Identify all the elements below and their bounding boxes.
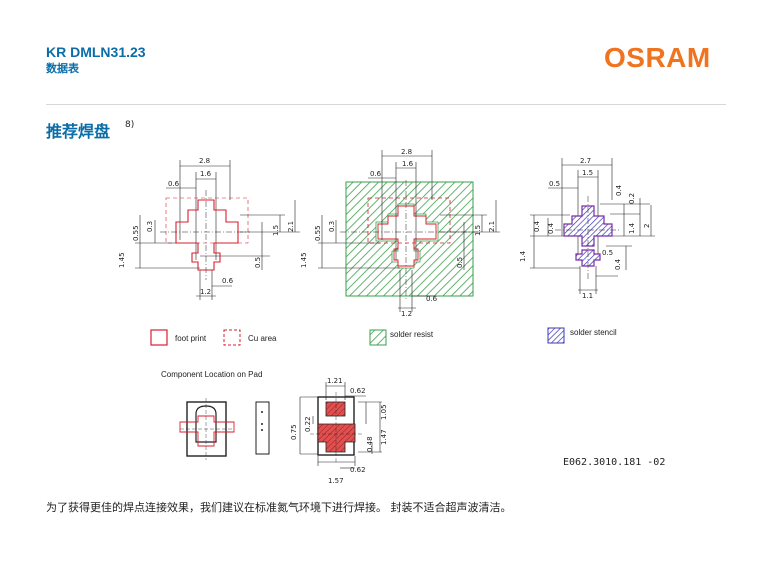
legend-solder-stencil-swatch [547,327,565,344]
osram-logo: OSRAM [604,42,711,73]
product-title: KR DMLN31.23 [46,44,146,60]
legend-footprint-label: foot print [175,334,207,343]
legend-footprint-swatch [150,329,168,346]
dim-2.8-sr: 2.8 [401,148,412,156]
dim-0.6-sr: 0.6 [370,170,382,178]
dim-1.2: 1.2 [200,288,211,296]
section-footnote-ref: 8) [125,120,135,130]
dim-2.7: 2.7 [580,157,591,165]
dim-1.4a: 1.4 [628,222,636,234]
legend-solder-resist-swatch [369,329,387,346]
dim-1.5-sr: 1.5 [474,225,482,236]
component-side-view [255,401,270,455]
dim-0.22: 0.22 [304,416,312,432]
legend-cu-area-label: Cu area [248,334,277,343]
dim-1.5-st: 1.5 [582,169,593,177]
dim-1.2-sr: 1.2 [401,310,412,318]
dim-1.6: 1.6 [200,170,212,178]
dim-0.6: 0.6 [168,180,180,188]
document-type: 数据表 [46,62,79,75]
component-pad-dimensions [299,382,382,469]
dim-1.1: 1.1 [582,292,593,300]
drawing-reference: E062.3010.181 -02 [563,457,665,468]
dim-0.4b: 0.4 [533,220,541,232]
dim-0.3-sr: 0.3 [328,221,336,232]
dim-0.3: 0.3 [146,221,154,232]
dim-0.5-st: 0.5 [549,180,560,188]
solder-stencil-dimensions [530,158,655,294]
dim-0.75: 0.75 [290,424,298,440]
dim-2.8: 2.8 [199,157,210,165]
dim-1.6-sr: 1.6 [402,160,414,168]
solder-resist-dimensions [318,150,500,312]
dim-0.62b: 0.62 [350,466,366,474]
dim-0.62a: 0.62 [350,387,366,395]
dim-0.5-sr: 0.5 [456,257,464,268]
dim-1.57: 1.57 [328,477,344,485]
dim-0.2: 0.2 [628,193,636,204]
dim-1.47: 1.47 [380,429,388,445]
dim-0.5b-st: 0.5 [602,249,613,257]
dim-2: 2 [643,224,651,228]
dim-0.48: 0.48 [366,436,374,452]
component-pad-detail [310,392,362,462]
dim-2.1: 2.1 [287,221,295,232]
dim-0.5: 0.5 [254,257,262,268]
dim-0.4a: 0.4 [615,184,623,196]
dim-0.4d: 0.4 [614,258,622,270]
dim-1.21: 1.21 [327,377,343,385]
footprint-outline [175,199,239,271]
dim-1.5: 1.5 [272,225,280,236]
section-title: 推荐焊盘 [46,122,111,141]
header-divider [46,104,726,105]
dim-0.4c: 0.4 [547,222,555,234]
dim-0.6b: 0.6 [222,277,234,285]
component-location-title: Component Location on Pad [161,370,262,379]
dim-2.1-sr: 2.1 [488,221,496,232]
dim-0.6b-sr: 0.6 [426,295,438,303]
dim-1.4b: 1.4 [519,250,527,262]
dim-1.45-sr: 1.45 [300,252,308,268]
dim-1.05: 1.05 [380,404,388,420]
dim-1.45: 1.45 [118,252,126,268]
legend-solder-stencil-label: solder stencil [570,328,617,337]
dim-0.55-sr: 0.55 [314,225,322,241]
footer-note: 为了获得更佳的焊点连接效果，我们建议在标准氮气环境下进行焊接。 封装不适合超声波… [46,501,512,514]
component-top-view [179,398,235,460]
dim-0.55: 0.55 [132,225,140,241]
legend-solder-resist-label: solder resist [390,330,434,339]
legend-cu-area-swatch [223,329,241,346]
